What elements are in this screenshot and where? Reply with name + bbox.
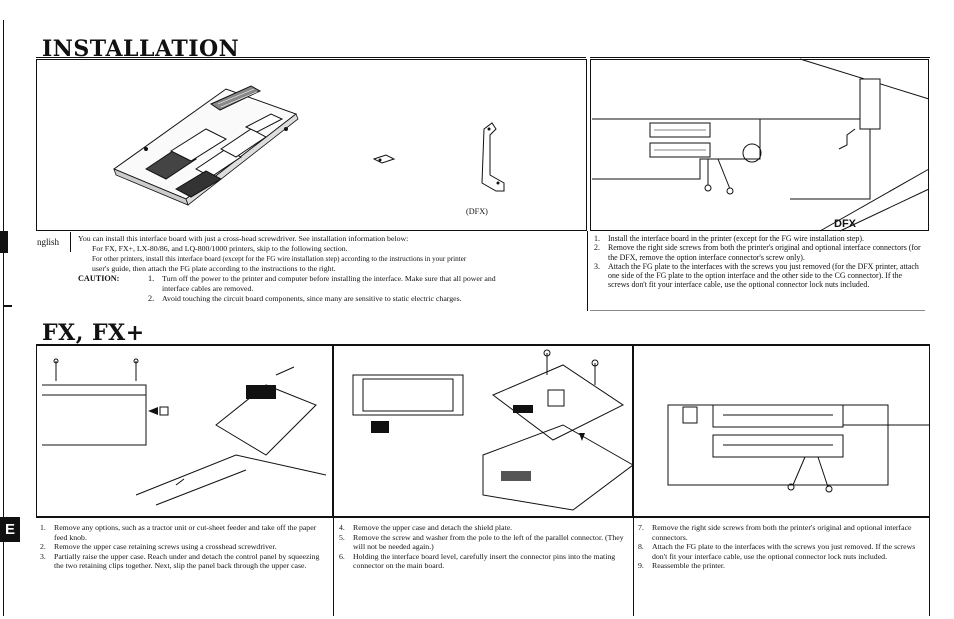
dfx-caption: (DFX) [466,207,488,216]
caution-text: Turn off the power to the printer and co… [162,274,496,283]
intro-line: user's guide, then attach the FG plate a… [92,264,336,273]
fg-plate-attach-illustration [667,404,930,493]
step-item: 1. Remove any options, such as a tractor … [40,523,328,542]
steps-col2: 4. Remove the upper case and detach the s… [339,523,627,571]
dfx-label: DFX [834,218,856,230]
step-item: 5. Remove the screw and washer from the p… [339,533,627,552]
section-title: FX, FX+ [42,320,145,346]
step-number: 1. [594,234,600,243]
step-text: Remove the right side screws from both t… [652,523,912,542]
caution-text: Avoid touching the circuit board compone… [162,294,462,303]
margin-tick [3,305,12,307]
title-rule-right [590,57,930,58]
intro-block: You can install this interface board wit… [78,234,583,304]
left-margin-line [3,20,4,616]
step-text: Partially raise the upper case. Reach un… [54,551,320,571]
step-item: 6. Holding the interface board level, car… [339,552,627,571]
step-number: 5. [339,532,345,542]
dotted-rule [590,310,925,311]
steps-top-list: 1. Install the interface board in the pri… [594,234,922,290]
step-number: 2. [40,542,46,551]
column-divider [587,231,588,311]
step-text: Holding the interface board level, caref… [353,551,616,571]
step-number: 6. [339,551,345,561]
caution-text-cont: interface cables are removed. [162,284,254,293]
caution-num: 2. [148,294,155,303]
step-number: 3. [594,261,600,271]
step-item: 3. Partially raise the upper case. Reach … [40,552,328,571]
step-item: 4. Remove the upper case and detach the s… [339,523,627,533]
steps-top-rule [36,517,930,518]
step-text: Install the interface board in the print… [608,234,864,243]
step-text: Remove any options, such as a tractor un… [54,523,317,542]
figure-board-box [36,59,587,231]
caution-label: CAUTION: [78,274,120,283]
language-tab-label: nglish [37,237,60,247]
step-item: 2. Remove the right side screws from both… [594,243,922,262]
steps-col3: 7. Remove the right side screws from both… [638,523,924,571]
step-text: Remove the upper case retaining screws u… [54,542,277,551]
step-number: 4. [339,523,345,532]
step-number: 9. [638,561,644,570]
column-divider [633,518,634,616]
column-divider [333,518,334,616]
title-rule [36,57,586,58]
tab-divider [70,232,71,252]
step-number: 8. [638,542,644,551]
step-text: Attach the FG plate to the interfaces wi… [652,542,916,561]
caution-item: CAUTION: 1. Turn off the power to the pr… [78,274,583,284]
figure-dfx-box [590,59,929,231]
shield-plate-illustration [352,349,634,511]
right-border [929,345,930,616]
step-text: Remove the right side screws from both t… [608,243,921,262]
upper-case-removal-illustration [42,358,327,506]
step-number: 3. [40,551,46,561]
step-number: 7. [638,523,644,532]
step-item: 7. Remove the right side screws from both… [638,523,924,542]
step-item: 1. Install the interface board in the pri… [594,234,922,243]
intro-line: You can install this interface board wit… [78,234,409,243]
caution-num: 1. [148,274,155,283]
step-text: Remove the screw and washer from the pol… [353,532,624,552]
interface-board-illustration [112,85,505,206]
step-text: Remove the upper case and detach the shi… [353,523,513,532]
step-item: 9. Reassemble the printer. [638,561,924,571]
caution-item: 2. Avoid touching the circuit board comp… [78,294,583,304]
language-tab-marker [0,231,8,253]
language-letter-tab: E [0,517,20,542]
step-number: 2. [594,243,600,253]
figure-step1-box [36,345,333,517]
step-text: Attach the FG plate to the interfaces wi… [608,261,919,290]
step-item: 8. Attach the FG plate to the interfaces … [638,542,924,561]
dfx-printer-illustration [592,58,930,232]
figure-step4-box [333,345,633,517]
steps-col1: 1. Remove any options, such as a tractor … [40,523,328,571]
step-number: 1. [40,523,46,532]
step-item: 2. Remove the upper case retaining screws… [40,542,328,552]
section-rule [36,344,930,345]
intro-line: For other printers, install this interfa… [92,255,467,263]
step-item: 3. Attach the FG plate to the interfaces … [594,262,922,290]
step-text: Reassemble the printer. [652,561,725,570]
intro-line: For FX, FX+, LX-80/86, and LQ-800/1000 p… [92,244,348,253]
